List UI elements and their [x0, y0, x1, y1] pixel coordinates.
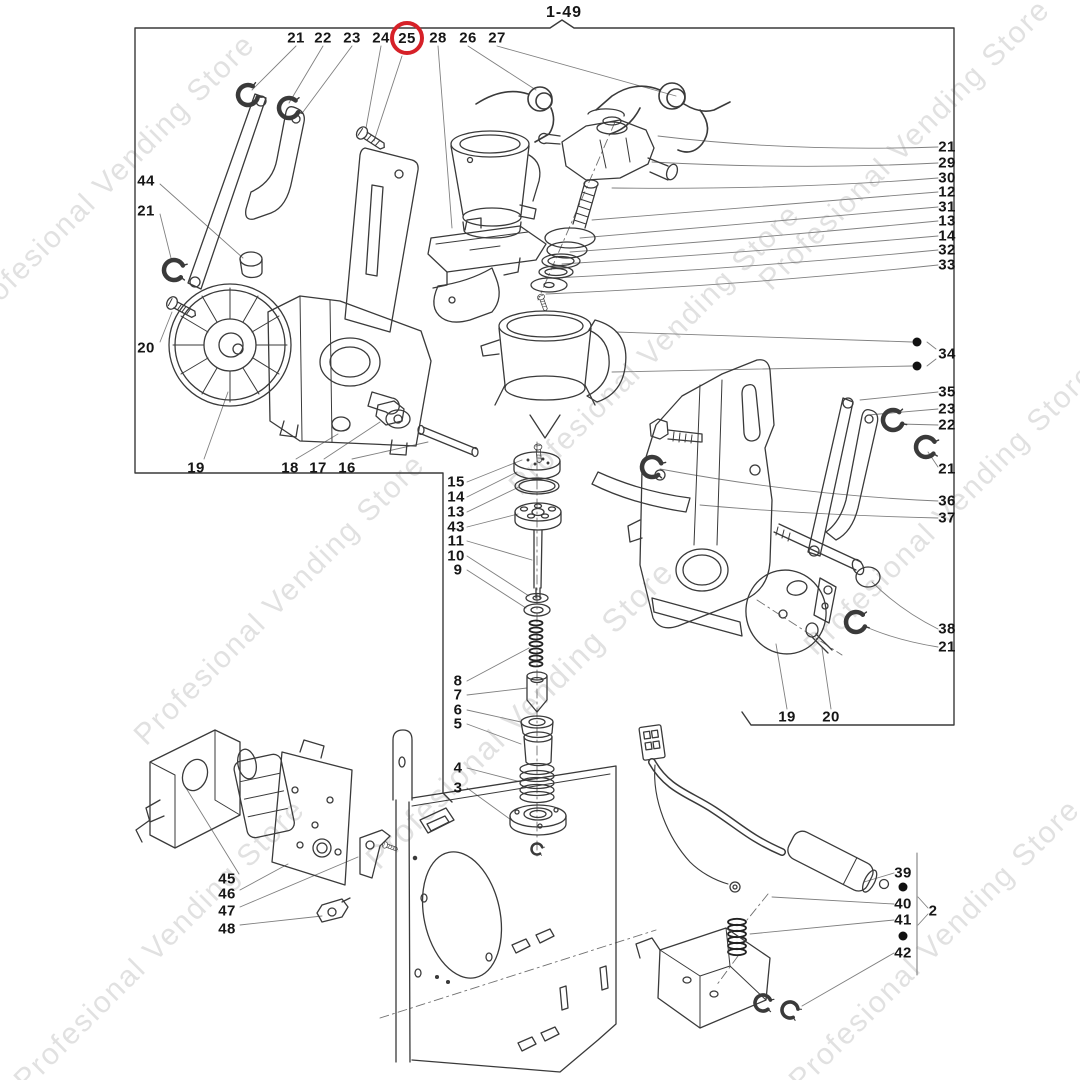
- drive-wheel: [168, 283, 292, 407]
- upper-assembly-border: [134, 19, 955, 803]
- side-panel: [381, 729, 617, 1073]
- piston-stack: [509, 619, 567, 858]
- bolt-38: [773, 523, 881, 588]
- mixing-bowl: [480, 310, 691, 513]
- gear-motor-assembly: [135, 729, 391, 923]
- cable-doser-assembly: [635, 724, 890, 1029]
- funnel: [450, 130, 541, 239]
- right-frame-plate: [627, 359, 775, 637]
- valve-assembly: [538, 108, 679, 181]
- axis-dash-lines: [379, 121, 843, 1019]
- leader-lines: [159, 45, 939, 1007]
- right-lever-arms: [807, 397, 939, 634]
- top-springs: [475, 82, 731, 153]
- washer-stack: [530, 179, 599, 313]
- left-lever-group: [162, 81, 389, 322]
- left-frame-plate: [267, 147, 432, 456]
- cam-disc: [745, 569, 833, 655]
- pivot-parts: [331, 400, 703, 480]
- spindle-stack: [513, 443, 562, 617]
- mounting-bracket: [427, 217, 547, 323]
